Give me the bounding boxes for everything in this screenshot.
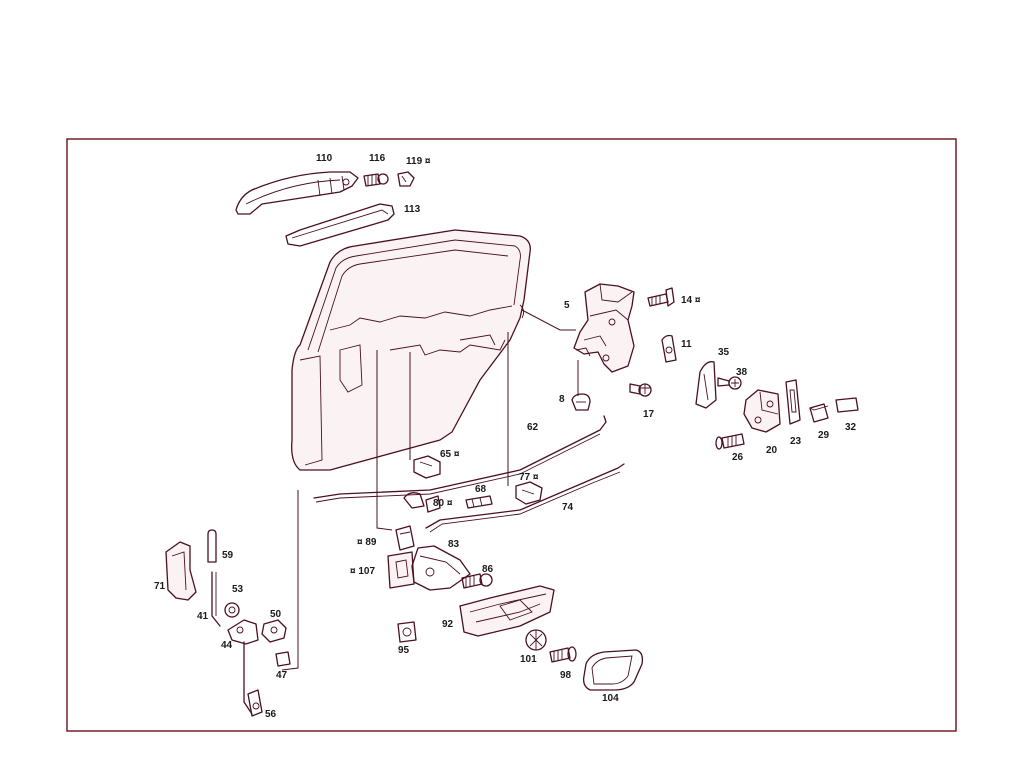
trim-bezel-104 xyxy=(582,649,644,691)
label-71: 71 xyxy=(154,581,166,592)
door-lock-5 xyxy=(573,283,635,373)
label-113: 113 xyxy=(404,204,421,215)
label-26: 26 xyxy=(732,452,744,463)
label-86: 86 xyxy=(482,564,494,575)
label-50: 50 xyxy=(270,609,282,620)
bracket-89 xyxy=(395,525,415,551)
pad-32 xyxy=(835,397,859,413)
clip-47 xyxy=(275,651,291,667)
label-17: 17 xyxy=(643,409,655,420)
label-11: 11 xyxy=(681,339,692,350)
label-56: 56 xyxy=(265,709,277,720)
clip-65 xyxy=(413,455,441,479)
screw-86 xyxy=(461,573,493,589)
bushing-53 xyxy=(224,602,240,618)
label-35: 35 xyxy=(718,347,730,358)
label-104: 104 xyxy=(602,693,619,704)
rosette-101 xyxy=(525,629,547,651)
spacer-29 xyxy=(809,403,829,423)
rod-74 xyxy=(425,463,625,533)
screw-26 xyxy=(715,433,745,450)
screw-38 xyxy=(717,376,742,390)
label-89: ¤ 89 xyxy=(357,537,377,548)
label-29: 29 xyxy=(818,430,830,441)
label-95: 95 xyxy=(398,645,410,656)
label-83: 83 xyxy=(448,539,460,550)
label-53: 53 xyxy=(232,584,244,595)
rod-62 xyxy=(313,415,607,503)
door-shell xyxy=(291,229,531,471)
label-77: 77 ¤ xyxy=(519,472,539,483)
label-119: 119 ¤ xyxy=(406,156,431,167)
lock-knob-59 xyxy=(207,529,217,563)
label-101: 101 xyxy=(520,654,537,665)
rod-41 xyxy=(211,571,221,627)
handle-screw-116 xyxy=(363,173,389,187)
diagram-frame xyxy=(66,138,957,732)
lock-button-8 xyxy=(571,393,591,411)
label-14: 14 ¤ xyxy=(681,295,701,306)
clip-77 xyxy=(515,481,543,505)
label-62: 62 xyxy=(527,422,539,433)
label-98: 98 xyxy=(560,670,572,681)
part-labels: 110 116 119 ¤ 113 5 14 ¤ 11 35 38 8 17 6… xyxy=(154,153,857,720)
label-47: 47 xyxy=(276,670,288,681)
label-80: 80 ¤ xyxy=(433,498,453,509)
label-44: 44 xyxy=(221,640,233,651)
clip-68 xyxy=(465,495,493,509)
handle-cap-119 xyxy=(397,171,415,187)
bolt-17 xyxy=(629,383,652,397)
lever-44 xyxy=(227,619,259,715)
striker-plate-20 xyxy=(743,389,781,433)
label-5: 5 xyxy=(564,300,570,311)
clip-80 xyxy=(403,492,441,513)
label-92: 92 xyxy=(442,619,454,630)
striker-shim-23 xyxy=(785,379,801,425)
bearing-50 xyxy=(261,619,287,643)
label-38: 38 xyxy=(736,367,748,378)
rod-end-56 xyxy=(247,689,263,717)
handle-gasket-113 xyxy=(285,203,395,247)
label-110: 110 xyxy=(316,153,333,164)
label-74: 74 xyxy=(562,502,574,513)
lock-cover-11 xyxy=(661,334,677,363)
label-8: 8 xyxy=(559,394,565,405)
label-20: 20 xyxy=(766,445,778,456)
label-41: 41 xyxy=(197,611,209,622)
screw-98 xyxy=(549,646,577,663)
handle-housing-92 xyxy=(459,585,555,637)
bracket-71 xyxy=(165,541,197,601)
outer-door-handle xyxy=(235,171,359,215)
label-59: 59 xyxy=(222,550,234,561)
cap-95 xyxy=(397,621,417,643)
label-116: 116 xyxy=(369,153,386,164)
lever-83 xyxy=(411,545,471,591)
label-68: 68 xyxy=(475,484,487,495)
leader-lines xyxy=(281,309,579,671)
label-65: 65 ¤ xyxy=(440,449,460,460)
striker-bracket-35 xyxy=(695,361,717,409)
label-23: 23 xyxy=(790,436,802,447)
screw-14 xyxy=(647,287,675,307)
pad-107 xyxy=(387,551,415,589)
label-32: 32 xyxy=(845,422,857,433)
label-107: ¤ 107 xyxy=(350,566,375,577)
